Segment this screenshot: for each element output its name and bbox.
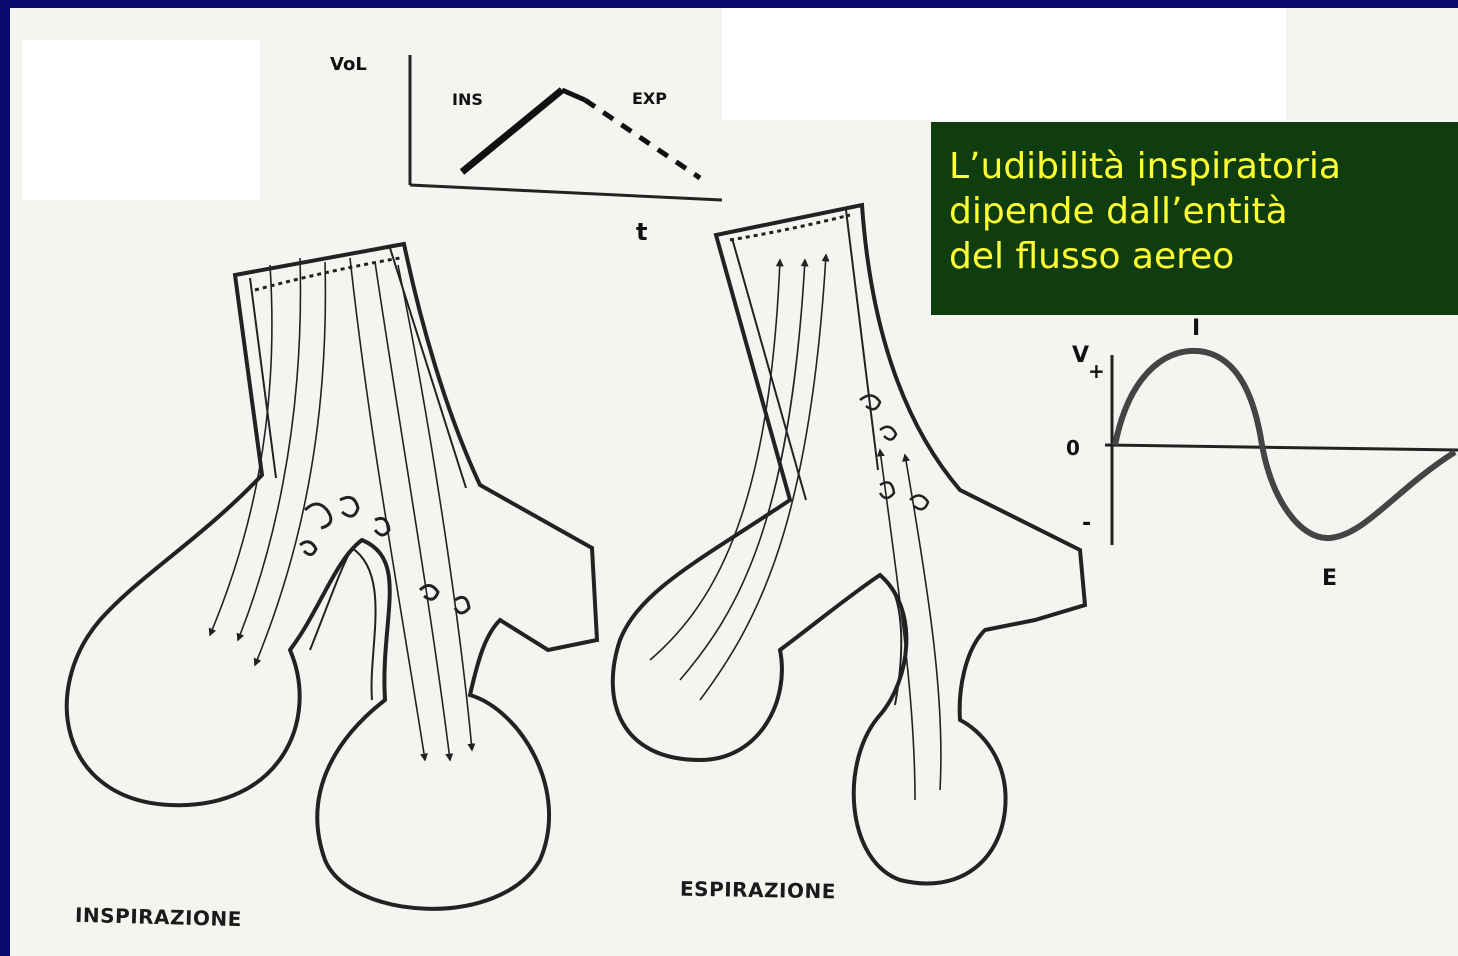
volume-x-axis xyxy=(410,185,722,200)
callout-line: dipende dall’entità xyxy=(949,189,1446,234)
flow-plus-label: + xyxy=(1088,359,1105,383)
callout-box: L’udibilità inspiratoria dipende dall’en… xyxy=(931,122,1458,315)
flow-ins-label: I xyxy=(1192,316,1200,341)
volume-ins-label: INS xyxy=(452,90,483,109)
inspiration-airway-wall xyxy=(67,244,597,909)
flow-minus-label: - xyxy=(1082,511,1091,536)
inspiration-flow-arrows xyxy=(210,258,472,760)
expiration-volume-line xyxy=(585,100,700,178)
expiration-flow-arrows xyxy=(650,255,941,800)
volume-x-label: t xyxy=(636,218,647,246)
inspiration-airway xyxy=(67,244,597,909)
volume-time-graph: VoL INS EXP t xyxy=(330,54,722,246)
callout-line: L’udibilità inspiratoria xyxy=(949,144,1446,189)
flow-zero-label: 0 xyxy=(1066,436,1080,460)
expiration-caption: ESPIRAZIONE xyxy=(680,877,836,904)
callout-line: del flusso aereo xyxy=(949,234,1446,279)
flow-time-graph: V + 0 - I E xyxy=(1066,316,1458,591)
inspiration-caption: INSPIRAZIONE xyxy=(75,903,242,931)
volume-y-label: VoL xyxy=(330,54,367,75)
flow-exp-label: E xyxy=(1322,566,1337,591)
peak-volume-line xyxy=(562,90,585,100)
volume-exp-label: EXP xyxy=(632,89,667,108)
flow-zero-axis xyxy=(1105,445,1458,450)
inspiration-airway-inner-wall xyxy=(250,248,466,700)
flow-y-label: V xyxy=(1072,343,1089,368)
